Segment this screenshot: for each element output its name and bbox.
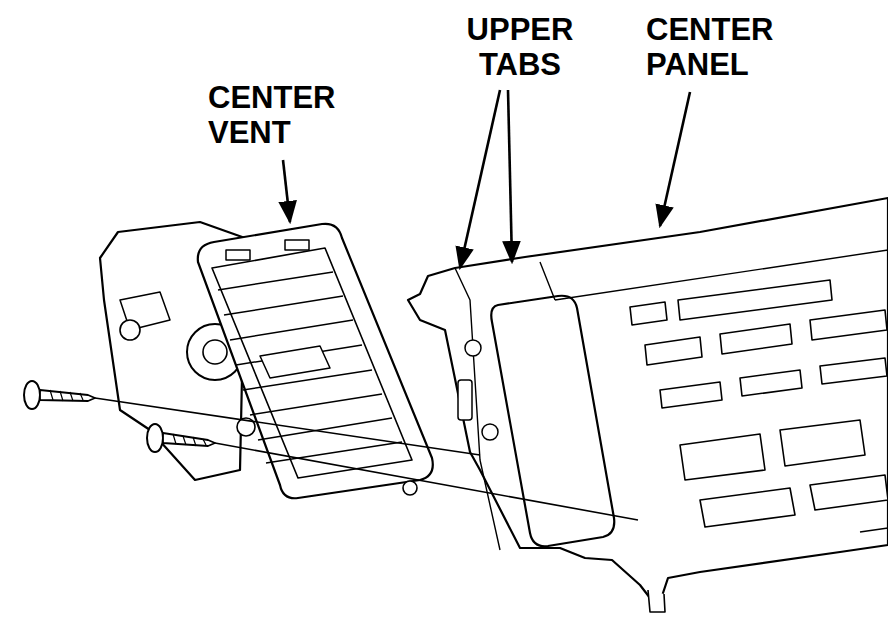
vent-opening <box>491 296 614 546</box>
part-label: UPPER TABS <box>445 12 595 82</box>
part-label: CENTER VENT <box>208 80 378 150</box>
center-vent <box>198 224 433 498</box>
center-panel <box>408 198 888 598</box>
part-label: CENTER PANEL <box>646 12 816 82</box>
